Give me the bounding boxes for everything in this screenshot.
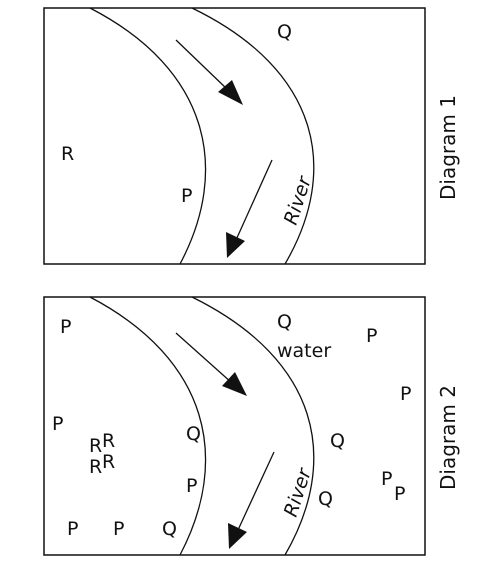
diagram-2-caption: Diagram 2 <box>436 385 460 490</box>
diagram-2: P Q water P P P R R R R Q Q P P P Q P P … <box>43 296 460 556</box>
diagram-1-caption: Diagram 1 <box>436 95 460 200</box>
diagram-1: Q R P River Diagram 1 <box>43 7 460 265</box>
diagram-2-label-r: R <box>102 430 115 452</box>
diagram-2-label-q-bottom: Q <box>162 518 177 540</box>
diagram-1-label-r: R <box>61 143 74 165</box>
diagram-2-label-q-outer: Q <box>330 430 345 452</box>
diagram-2-label-r: R <box>89 456 102 478</box>
diagram-2-label-p-right: P <box>400 383 411 405</box>
diagram-2-flow-arrow-lower <box>228 451 275 549</box>
diagram-2-label-p-left: P <box>52 413 63 435</box>
diagram-1-inner-bank <box>89 7 207 265</box>
diagram-2-label-r: R <box>89 435 102 457</box>
diagram-2-frame <box>43 296 426 556</box>
diagram-2-label-p-pair: P <box>381 468 392 490</box>
diagram-2-label-p-bottom: P <box>67 518 78 540</box>
diagram-2-label-r: R <box>102 451 115 473</box>
diagram-1-flow-arrow-upper <box>175 39 243 105</box>
diagram-2-label-q-inner: Q <box>186 423 201 445</box>
diagram-2-inner-bank <box>89 296 207 556</box>
diagram-1-label-q: Q <box>277 21 292 43</box>
diagram-2-river-label: River <box>280 465 317 520</box>
diagram-2-label-p-bottom: P <box>113 518 124 540</box>
diagram-2-label-p-pair: P <box>394 483 405 505</box>
diagram-1-frame <box>43 7 426 265</box>
diagram-1-flow-arrow-lower <box>226 159 273 258</box>
diagram-1-outer-bank <box>191 7 315 265</box>
diagram-2-outer-bank <box>191 296 315 556</box>
diagram-2-label-p-top-right: P <box>366 325 377 347</box>
diagram-2-label-p-inner: P <box>186 475 197 497</box>
diagram-2-flow-arrow-upper <box>175 332 247 396</box>
diagram-2-label-q-top: Q <box>277 311 292 333</box>
diagram-2-label-q-outer-low: Q <box>318 488 333 510</box>
diagram-2-water-label: water <box>277 340 331 362</box>
diagram-2-label-p-top-left: P <box>60 316 71 338</box>
diagram-1-label-p: P <box>181 185 192 207</box>
